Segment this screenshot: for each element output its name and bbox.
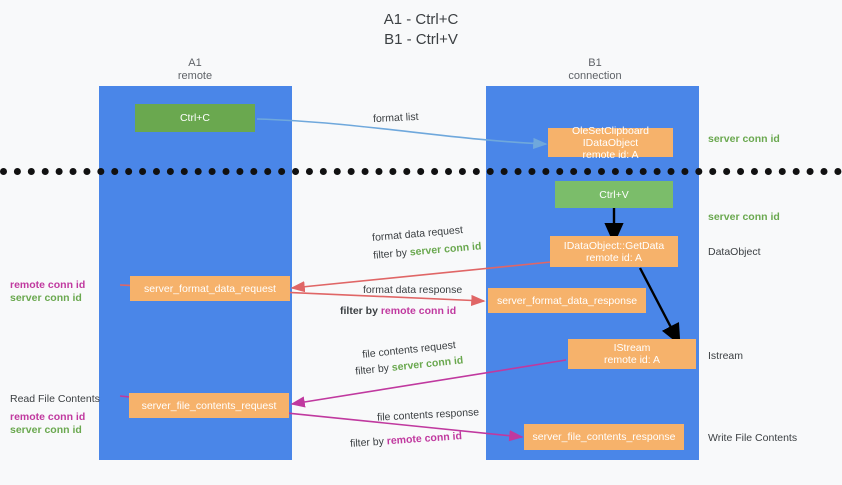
box-server-file-contents-response-label: server_file_contents_response: [532, 431, 676, 443]
box-ole-set-clipboard-line1: OleSetClipboard IDataObject: [571, 124, 650, 149]
annotation-istream: Istream: [708, 350, 744, 362]
edge-label-format-list: format list: [372, 110, 419, 126]
box-ctrl-v-label: Ctrl+V: [599, 188, 629, 201]
box-server-file-contents-request-label: server_file_contents_request: [141, 399, 277, 412]
box-idataobject-getdata: IDataObject::GetData remote id: A: [550, 236, 678, 267]
annotation-server-conn-id-top: server conn id: [708, 133, 780, 145]
box-istream: IStream remote id: A: [568, 339, 696, 369]
annotation-remote-conn-id-low: remote conn id: [10, 411, 86, 423]
edge-label-format-data-response-filter: filter by remote conn id: [340, 305, 456, 317]
filter-prefix-2: filter by: [340, 305, 381, 317]
arrow-getdata-istream: [638, 267, 676, 337]
annotation-read-file-contents: Read File Contents: [10, 393, 100, 405]
title-line-1: A1 - Ctrl+C: [383, 11, 459, 28]
filter-value-remote-conn-id-1: remote conn id: [380, 305, 457, 317]
edge-label-format-data-response: format data response: [363, 284, 463, 296]
title-line-2: B1 - Ctrl+V: [384, 31, 458, 48]
annotation-data-object: DataObject: [708, 246, 761, 258]
box-istream-line1: IStream: [613, 342, 651, 354]
box-getdata-line2: remote id: A: [585, 251, 643, 264]
arrow-file-contents-request: [290, 359, 567, 408]
annotation-server-conn-id-mid: server conn id: [708, 211, 780, 223]
box-getdata-line1: IDataObject::GetData: [563, 239, 665, 252]
annotation-remote-conn-id-mid: remote conn id: [10, 279, 86, 291]
box-server-format-data-response: server_format_data_response: [488, 288, 646, 313]
box-ctrl-v: Ctrl+V: [555, 181, 673, 208]
lane-b1-id: B1: [588, 57, 602, 69]
box-ole-set-clipboard: OleSetClipboard IDataObject remote id: A: [548, 124, 673, 161]
box-server-file-contents-request: server_file_contents_request: [129, 393, 289, 418]
box-server-file-contents-response: server_file_contents_response: [524, 424, 684, 450]
box-server-format-data-request: server_format_data_request: [130, 276, 290, 301]
box-server-format-data-response-label: server_format_data_response: [496, 294, 638, 307]
box-server-format-data-request-label: server_format_data_request: [144, 282, 276, 295]
lane-header-b1: B1 connection: [540, 57, 650, 83]
box-ctrl-c: Ctrl+C: [135, 104, 255, 132]
box-istream-line2: remote id: A: [603, 354, 661, 366]
box-ctrl-c-label: Ctrl+C: [179, 112, 211, 124]
filter-prefix-4: filter by: [349, 435, 388, 450]
arrow-format-list: [256, 118, 548, 150]
box-ole-set-clipboard-line2: remote id: A: [582, 148, 639, 161]
arrow-format-data-request: [290, 261, 552, 293]
annotation-server-conn-id-left-mid: server conn id: [10, 292, 82, 304]
annotation-write-file-contents: Write File Contents: [708, 432, 798, 444]
lane-b1-sub: connection: [568, 70, 622, 82]
lane-a1-id: A1: [188, 57, 202, 69]
lane-header-a1: A1 remote: [140, 57, 250, 83]
phase-divider: [0, 168, 842, 175]
annotation-server-conn-id-left-low: server conn id: [10, 424, 82, 436]
lane-a1-sub: remote: [177, 70, 213, 82]
page-title: A1 - Ctrl+C B1 - Ctrl+V: [0, 10, 842, 50]
